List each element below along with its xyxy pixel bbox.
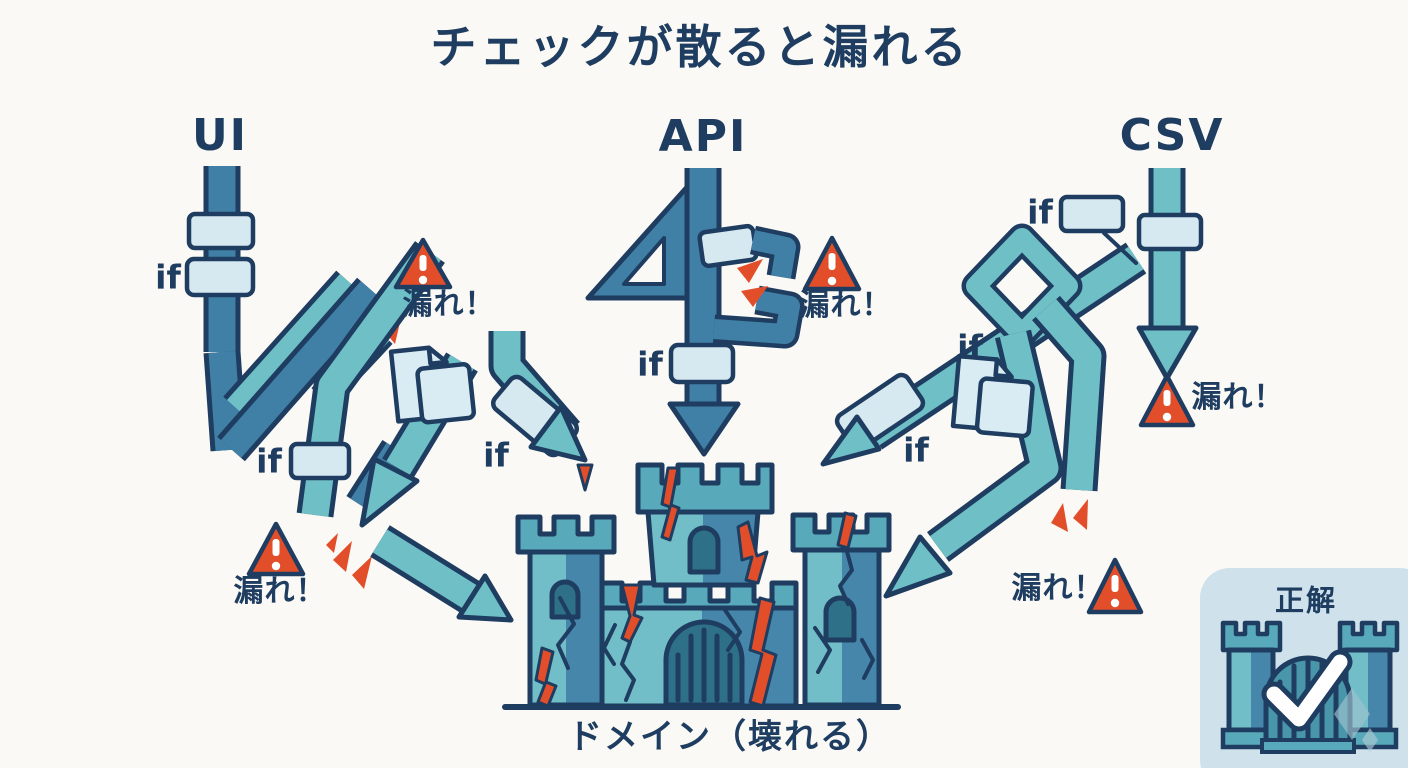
csv-flow-pipes [820,168,1204,615]
leak-spark-icon [737,259,763,283]
leak-warning-label: 漏れ！ [233,574,327,609]
if-check-box [186,211,256,251]
document-stack-icon [388,345,477,425]
ui-flow-pipes [184,166,588,623]
warning-triangle-icon [1086,557,1144,615]
if-check-box [668,342,736,385]
leak-spark-icon [352,556,372,589]
arrowhead-icon [456,573,514,623]
gate-with-checkmark-icon [1220,620,1400,754]
warning-triangle-icon [802,235,862,292]
arrowhead-icon [820,414,882,467]
leak-warning-label: 漏れ！ [1191,380,1285,415]
if-check-label: if [256,441,282,481]
leak-spark-icon [1051,503,1068,532]
warning-triangle-icon [393,237,453,290]
api-flow-pipes [585,168,862,457]
if-check-box [1136,212,1204,252]
correct-answer-panel [1200,568,1408,768]
leak-spark-icon [1073,499,1088,530]
if-check-label: if [483,435,509,475]
arrowhead-icon [883,534,953,599]
if-check-box [288,441,352,481]
domain-caption: ドメイン（壊れる） [568,717,892,757]
warning-triangle-icon [1138,373,1196,428]
checkmark-icon [1261,649,1353,732]
leak-warning-label: 漏れ！ [799,288,893,323]
title: チェックが散ると漏れる [430,20,970,74]
if-check-label: if [1027,192,1053,232]
if-check-label: if [637,344,663,384]
arrowhead-icon [667,401,741,457]
cracked-domain-castle-icon [502,462,901,710]
arrowhead-icon [528,404,588,463]
arrowhead-icon [1136,325,1199,381]
correct-caption: 正解 [1274,583,1338,618]
arrowhead-icon [359,456,420,528]
leak-spark-icon [326,533,338,553]
warning-triangle-icon [246,521,306,577]
if-check-label: if [957,327,983,367]
sparkle-icon [1334,688,1378,752]
flow-label-ui: UI [191,110,249,161]
flow-label-api: API [658,111,748,162]
document-stack-icon [950,353,1035,439]
leak-spark-icon [741,286,768,307]
if-check-box [1058,194,1126,234]
if-check-box [184,256,256,298]
leak-spark-icon [333,541,352,572]
if-check-box [697,223,759,269]
if-check-label: if [155,257,181,297]
flow-label-csv: CSV [1119,110,1225,161]
leak-warning-label: 漏れ！ [1011,571,1105,606]
leak-warning-label: 漏れ！ [402,287,496,322]
if-check-label: if [903,430,929,470]
